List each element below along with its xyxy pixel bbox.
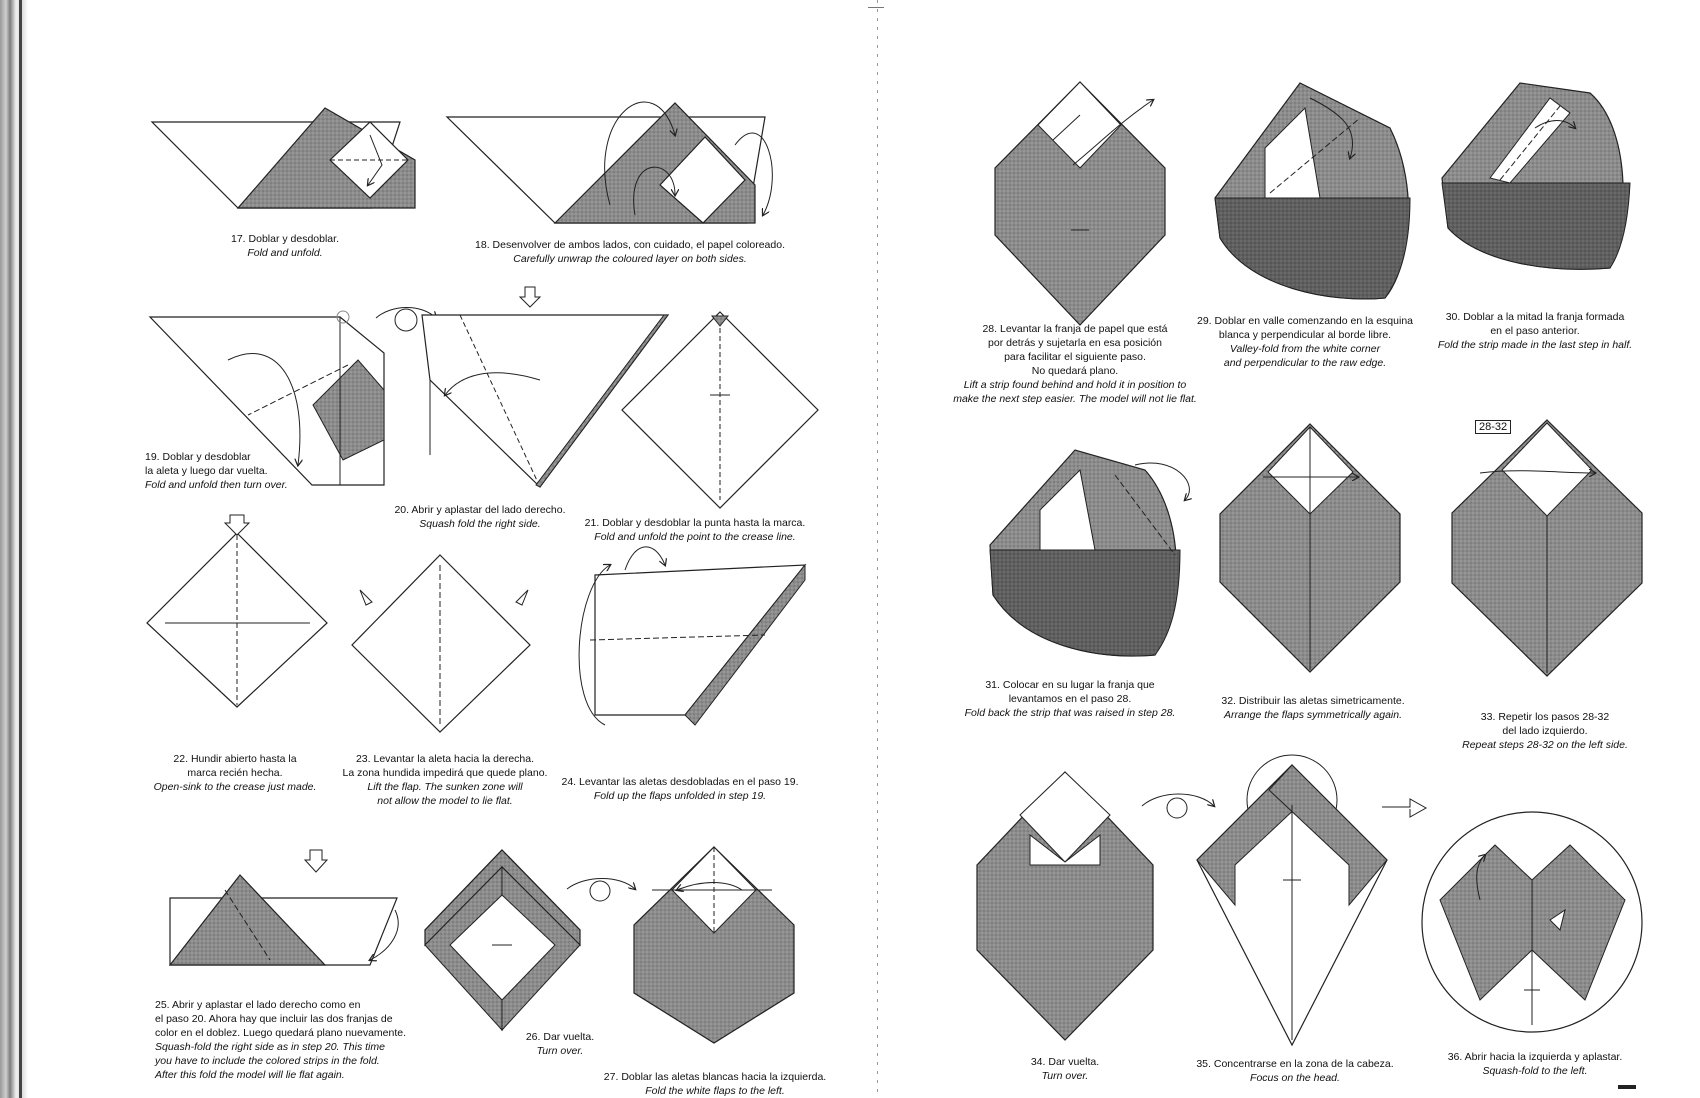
- step-24-caption: 24. Levantar las aletas desdobladas en e…: [561, 776, 799, 802]
- step-29-diagram: [1210, 78, 1420, 303]
- gutter-crop-mark: [868, 7, 884, 8]
- step-34-diagram: [975, 770, 1155, 1045]
- zoom-arrow-icon: [1380, 795, 1430, 820]
- step-29-caption: 29. Doblar en valle comenzando en la esq…: [1197, 315, 1413, 369]
- step-26-caption: 26. Dar vuelta. Turn over.: [525, 1031, 595, 1057]
- step-27-diagram: [632, 845, 797, 1045]
- step-22-diagram: [145, 514, 330, 710]
- step-19-caption: 19. Doblar y desdoblar la aleta y luego …: [145, 451, 288, 491]
- step-30-diagram: [1440, 78, 1640, 278]
- step-30-caption: 30. Doblar a la mitad la franja formada …: [1437, 311, 1633, 351]
- step-20-diagram: [420, 285, 670, 490]
- step-23-caption: 23. Levantar la aleta hacia la derecha. …: [342, 753, 548, 807]
- step-36-caption: 36. Abrir hacia la izquierda y aplastar.…: [1447, 1051, 1623, 1077]
- step-26-diagram: [420, 845, 585, 1035]
- step-31-diagram: [985, 445, 1200, 660]
- turn-over-icon: [1140, 790, 1220, 825]
- step-32-diagram: [1218, 422, 1403, 677]
- step-35-caption: 35. Concentrarse en la zona de la cabeza…: [1196, 1058, 1394, 1084]
- step-21-caption: 21. Doblar y desdoblar la punta hasta la…: [584, 517, 806, 543]
- step-25-caption: 25. Abrir y aplastar el lado derecho com…: [155, 999, 407, 1081]
- step-24-diagram: [565, 545, 810, 755]
- step-18-diagram: [445, 75, 785, 235]
- step-32-caption: 32. Distribuir las aletas simetricamente…: [1221, 695, 1405, 721]
- step-17-diagram: [150, 90, 420, 210]
- step-27-caption: 27. Doblar las aletas blancas hacia la i…: [603, 1071, 827, 1097]
- page-corner-mark: [1618, 1085, 1636, 1089]
- page-gutter: [877, 0, 878, 1098]
- step-22-caption: 22. Hundir abierto hasta la marca recién…: [153, 753, 317, 793]
- step-34-caption: 34. Dar vuelta. Turn over.: [1030, 1056, 1100, 1082]
- step-23-diagram: [350, 550, 540, 735]
- step-33-caption: 33. Repetir los pasos 28-32 del lado izq…: [1462, 711, 1628, 751]
- step-36-diagram: [1420, 810, 1645, 1035]
- step-17-caption: 17. Doblar y desdoblar. Fold and unfold.: [230, 233, 339, 259]
- turn-over-icon: [565, 875, 640, 905]
- step-31-caption: 31. Colocar en su lugar la franja que le…: [964, 679, 1176, 719]
- book-spine-edge: [19, 0, 22, 1098]
- book-binding-shadow: [0, 0, 28, 1098]
- step-20-caption: 20. Abrir y aplastar del lado derecho. S…: [394, 504, 566, 530]
- step-21-diagram: [620, 310, 820, 510]
- step-28-caption: 28. Levantar la franja de papel que está…: [953, 323, 1197, 405]
- step-25-diagram: [165, 849, 405, 975]
- repeat-steps-badge: 28-32: [1475, 420, 1512, 434]
- step-35-diagram: [1195, 754, 1390, 1050]
- step-19-diagram: [148, 305, 388, 495]
- step-28-diagram: [993, 80, 1168, 330]
- step-18-caption: 18. Desenvolver de ambos lados, con cuid…: [475, 239, 785, 265]
- step-33-diagram: 28-32: [1450, 418, 1645, 680]
